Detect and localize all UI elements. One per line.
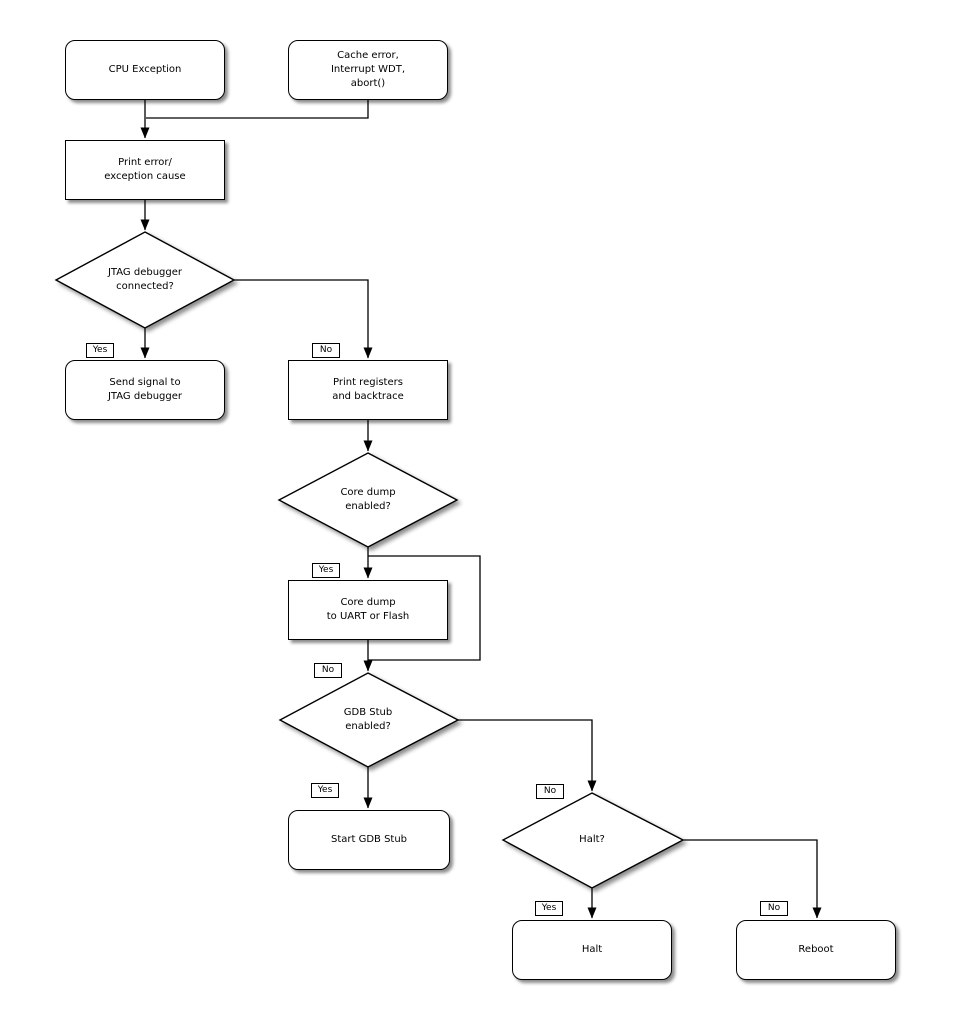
node-reboot: Reboot bbox=[736, 920, 896, 980]
edge-jtag-no-to-print-registers bbox=[234, 279, 373, 359]
edge-halt-no-to-reboot bbox=[683, 839, 822, 919]
decision-gdb-shape bbox=[278, 672, 460, 768]
decision-coredump-shape bbox=[277, 452, 459, 548]
edge-cache-error-merge bbox=[146, 100, 369, 119]
node-halt: Halt bbox=[512, 920, 672, 980]
node-core-dump: Core dump to UART or Flash bbox=[288, 580, 448, 640]
decision-halt-shape bbox=[501, 792, 685, 889]
edge-label-gdb-yes: Yes bbox=[311, 783, 339, 798]
edge-label-jtag-no: No bbox=[312, 343, 340, 358]
edge-coredump-no-bypass bbox=[368, 555, 481, 661]
node-print-registers: Print registers and backtrace bbox=[288, 360, 448, 420]
node-cpu-exception: CPU Exception bbox=[65, 40, 225, 100]
node-cache-error: Cache error, Interrupt WDT, abort() bbox=[288, 40, 448, 100]
edge-label-halt-yes: Yes bbox=[535, 901, 563, 916]
node-print-cause: Print error/ exception cause bbox=[65, 140, 225, 200]
edge-label-jtag-yes: Yes bbox=[86, 343, 114, 358]
edge-label-coredump-no: No bbox=[314, 663, 342, 678]
edge-label-gdb-no: No bbox=[536, 784, 564, 799]
node-send-signal: Send signal to JTAG debugger bbox=[65, 360, 225, 420]
node-start-gdb-stub: Start GDB Stub bbox=[288, 810, 450, 870]
edge-gdb-no-to-halt-q bbox=[458, 719, 597, 792]
edge-label-halt-no: No bbox=[760, 901, 788, 916]
decision-jtag-shape bbox=[54, 231, 236, 329]
edge-label-coredump-yes: Yes bbox=[312, 563, 340, 578]
